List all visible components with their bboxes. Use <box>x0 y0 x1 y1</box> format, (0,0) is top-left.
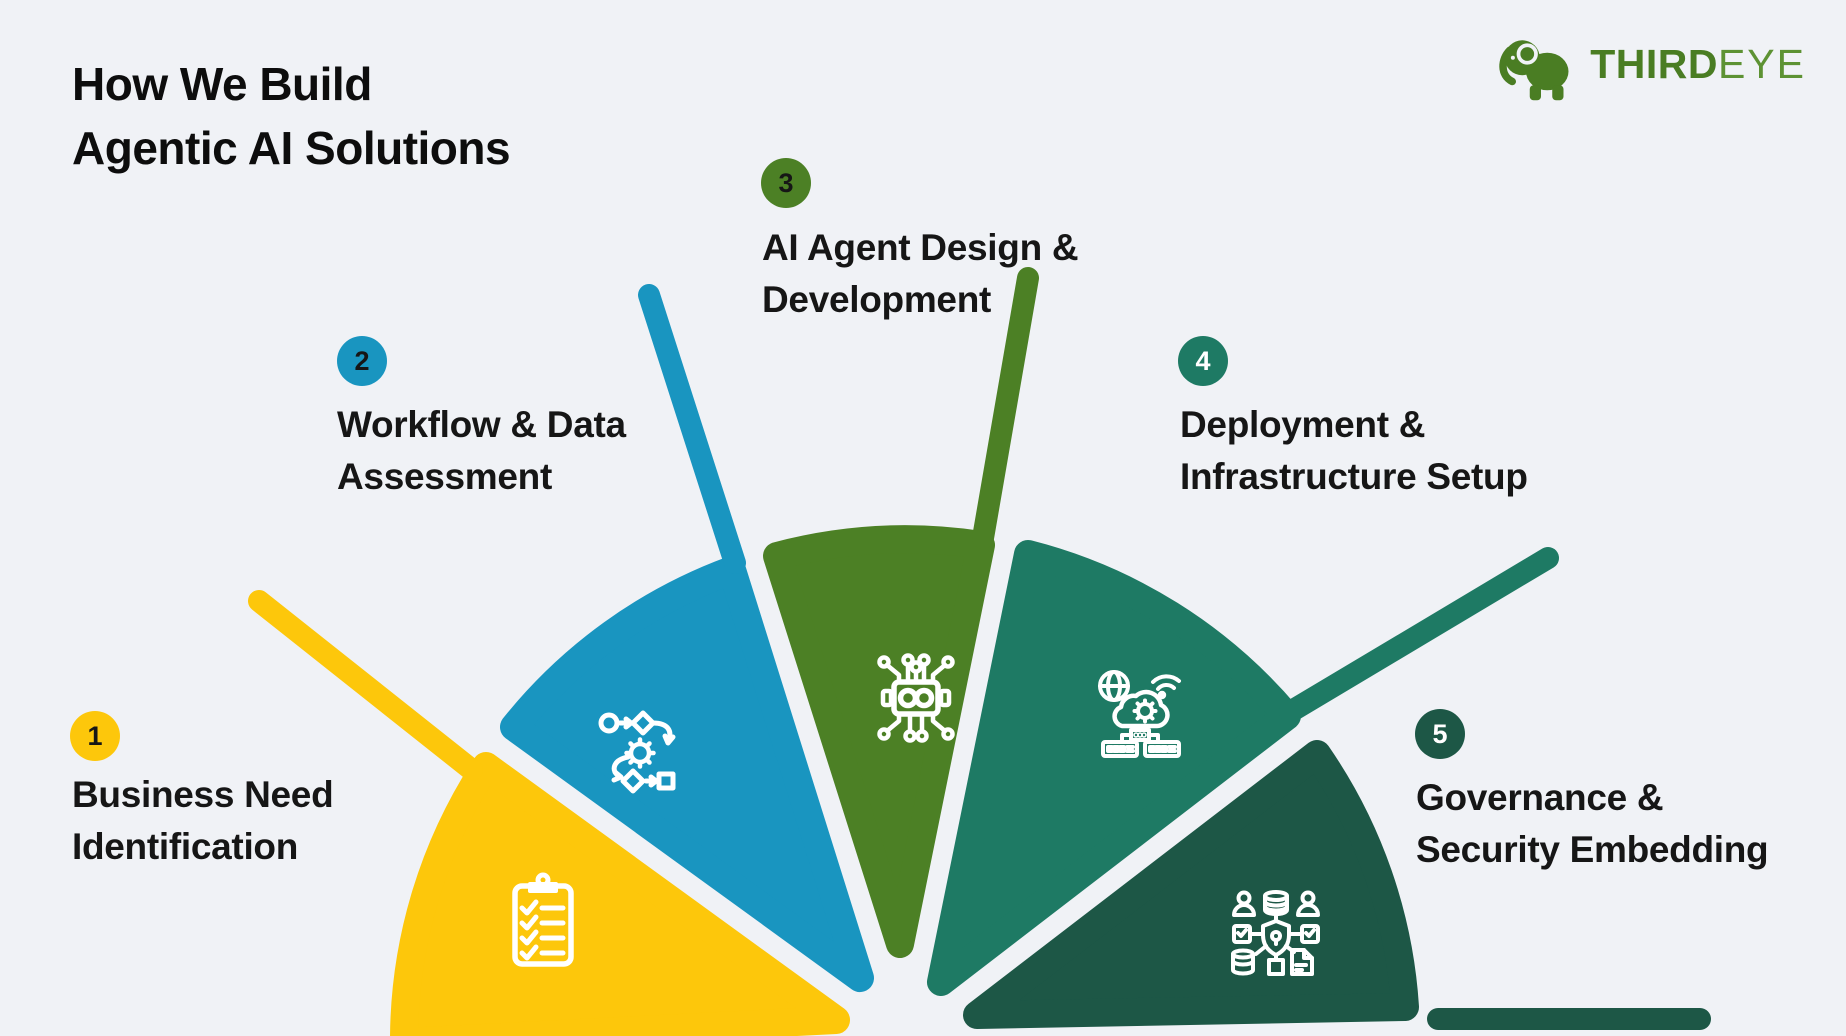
step-3-label-line1: AI Agent Design & <box>762 227 1079 268</box>
step-3-label-line2: Development <box>762 279 992 320</box>
elephant-logo-icon <box>1499 40 1569 101</box>
step-1-label-line1: Business Need <box>72 774 334 815</box>
page-title-line2: Agentic AI Solutions <box>72 122 511 174</box>
step-1-label: Business Need Identification <box>72 769 334 873</box>
step-1-pointer-line <box>248 590 483 781</box>
step-4-label-line2: Infrastructure Setup <box>1180 456 1528 497</box>
step-5-label-line1: Governance & <box>1416 777 1664 818</box>
step-4-pointer-line <box>1279 547 1559 723</box>
step-3-number-badge: 3 <box>761 158 811 208</box>
step-3-pointer-line <box>972 267 1039 549</box>
step-2-label: Workflow & Data Assessment <box>337 399 626 503</box>
checklist-clipboard-icon <box>512 872 574 967</box>
step-2-pointer-line <box>638 284 746 574</box>
step-3-wedge <box>763 525 995 958</box>
step-2-number-badge: 2 <box>337 336 387 386</box>
page-title: How We Build Agentic AI Solutions <box>72 52 511 180</box>
step-2-label-line2: Assessment <box>337 456 553 497</box>
step-1-label-line2: Identification <box>72 826 299 867</box>
step-3-label: AI Agent Design & Development <box>762 222 1079 326</box>
step-4-wedge <box>927 540 1301 996</box>
step-5-label: Governance & Security Embedding <box>1416 772 1769 876</box>
page-title-line1: How We Build <box>72 58 372 110</box>
step-1-wedge <box>390 752 850 1036</box>
ai-robot-chip-icon <box>877 653 955 743</box>
step-4-label-line1: Deployment & <box>1180 404 1426 445</box>
brand-name-light: EYE <box>1717 40 1806 87</box>
step-4-label: Deployment & Infrastructure Setup <box>1180 399 1528 503</box>
step-1-number-badge: 1 <box>70 711 120 761</box>
governance-security-icon <box>1231 890 1320 976</box>
cloud-infrastructure-icon <box>1098 670 1181 758</box>
brand-name-bold: THIRD <box>1590 40 1718 87</box>
step-5-label-line2: Security Embedding <box>1416 829 1769 870</box>
step-2-label-line1: Workflow & Data <box>337 404 626 445</box>
step-5-number-badge: 5 <box>1415 709 1465 759</box>
workflow-process-icon <box>598 710 676 794</box>
brand-name: THIRD EYE <box>1590 41 1806 88</box>
step-4-number-badge: 4 <box>1178 336 1228 386</box>
step-2-wedge <box>500 556 874 992</box>
brand-logo: THIRD EYE <box>1496 22 1806 106</box>
